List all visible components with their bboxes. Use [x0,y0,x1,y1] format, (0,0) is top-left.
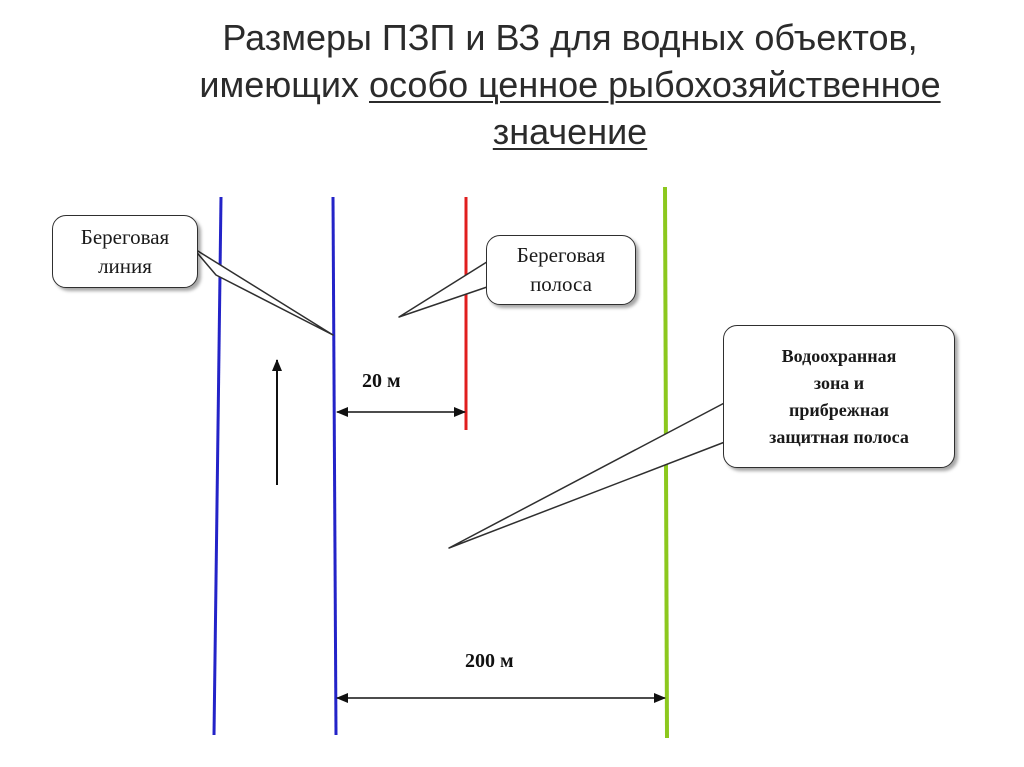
callout-shore-line: Береговая линия [52,215,198,288]
callout-water-protection-zone: Водоохранная зона и прибрежная защитная … [723,325,955,468]
callout-wpz-text-3: прибрежная [789,399,889,420]
measure-label-200m: 200 м [465,650,514,672]
water-edge-line [212,196,223,736]
callout-shore-strip-text-1: Береговая [516,243,606,267]
callout-pointer-shore-strip [398,259,491,318]
title-line-2: имеющих особо ценное рыбохозяйственное [100,61,1024,108]
measure-label-20m: 20 м [362,370,401,392]
callout-pointer-shore-line [192,247,334,336]
title-line-3-underlined: значение [492,111,648,152]
shoreline [331,196,338,736]
callout-wpz-text-1: Водоохранная [781,345,897,366]
callout-shore-strip: Береговая полоса [486,235,636,305]
title-line-2-underlined: особо ценное рыбохозяйственное [369,64,941,105]
title-line-1: Размеры ПЗП и ВЗ для водных объектов, [222,17,918,58]
slide-title: Размеры ПЗП и ВЗ для водных объектов, им… [100,14,1024,155]
callout-shore-line-text-2: линия [98,253,152,278]
title-line-2-plain: имеющих [199,64,369,105]
callout-pointer-protection-zone [448,399,731,549]
callout-shore-strip-text-2: полоса [530,272,592,296]
callout-wpz-text-4: защитная полоса [769,426,909,447]
title-line-3: значение [100,108,1024,155]
callout-shore-line-text-1: Береговая [80,224,170,249]
callout-wpz-text-2: зона и [813,372,865,393]
